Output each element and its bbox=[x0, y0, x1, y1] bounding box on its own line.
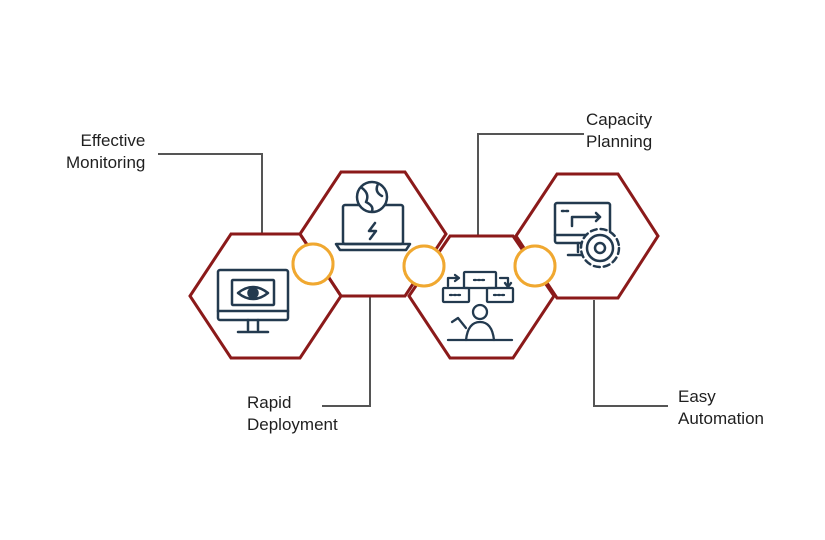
label-line-1: Capacity bbox=[586, 110, 653, 129]
leader-line-rapid bbox=[322, 296, 371, 407]
label-line-1: Effective bbox=[80, 131, 146, 150]
leader-line-capacity bbox=[477, 133, 584, 236]
label-line-2: Automation bbox=[678, 409, 764, 428]
label-line-2: Planning bbox=[586, 132, 653, 151]
person-chat-bubbles-icon bbox=[441, 270, 515, 342]
monitor-gear-icon bbox=[553, 201, 621, 269]
label-easy-automation: Easy Automation bbox=[678, 386, 764, 430]
leader-line-easy bbox=[593, 300, 668, 407]
label-line-2: Deployment bbox=[247, 415, 338, 434]
label-effective-monitoring: Effective Monitoring bbox=[62, 130, 145, 174]
label-line-1: Rapid bbox=[247, 393, 292, 412]
leader-line-monitoring bbox=[158, 153, 263, 234]
label-line-2: Monitoring bbox=[66, 153, 146, 172]
label-line-1: Easy bbox=[678, 387, 716, 406]
monitor-eye-icon bbox=[216, 268, 290, 334]
label-rapid-deployment: Rapid Deployment bbox=[247, 392, 338, 436]
laptop-globe-lightning-icon bbox=[334, 180, 412, 252]
label-capacity-planning: Capacity Planning bbox=[586, 109, 652, 153]
